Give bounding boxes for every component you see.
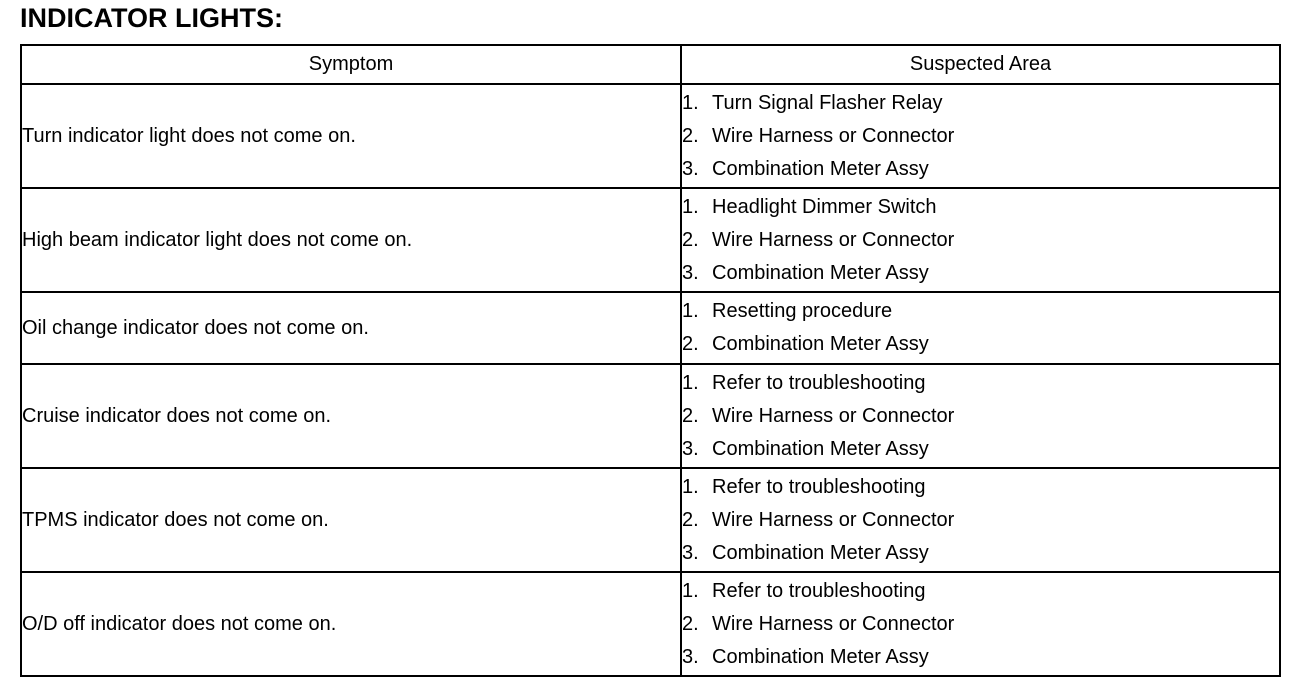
item-text: Refer to troubleshooting <box>712 475 926 498</box>
table-row: TPMS indicator does not come on. 1. Refer… <box>20 467 1281 573</box>
suspected-area-item: 2. Wire Harness or Connector <box>682 224 1279 257</box>
suspected-area-item: 3. Combination Meter Assy <box>682 433 1279 466</box>
item-number: 2. <box>682 612 699 635</box>
item-number: 1. <box>682 300 699 322</box>
symptom-cell: TPMS indicator does not come on. <box>20 467 682 573</box>
item-number: 3. <box>682 157 699 180</box>
suspected-area-item: 2. Wire Harness or Connector <box>682 504 1279 537</box>
suspected-area-item: 1. Refer to troubleshooting <box>682 367 1279 400</box>
indicator-lights-table: Symptom Suspected Area Turn indicator li… <box>20 44 1281 677</box>
symptom-column-header: Symptom <box>20 44 682 85</box>
item-text: Wire Harness or Connector <box>712 404 955 427</box>
table-row: O/D off indicator does not come on. 1. Re… <box>20 571 1281 677</box>
suspected-area-item: 3. Combination Meter Assy <box>682 257 1279 290</box>
suspected-area-cell: 1. Refer to troubleshooting 2. Wire Harnes… <box>680 467 1281 573</box>
suspected-area-item: 1. Refer to troubleshooting <box>682 575 1279 608</box>
item-text: Combination Meter Assy <box>712 333 929 355</box>
item-number: 3. <box>682 437 699 460</box>
item-text: Turn Signal Flasher Relay <box>712 91 943 114</box>
suspected-area-item: 1. Headlight Dimmer Switch <box>682 191 1279 224</box>
suspected-area-cell: 1. Headlight Dimmer Switch 2. Wire Harness… <box>680 187 1281 293</box>
item-text: Resetting procedure <box>712 300 893 322</box>
item-number: 2. <box>682 124 699 147</box>
suspected-area-item: 1. Refer to troubleshooting <box>682 471 1279 504</box>
suspected-area-item: 1. Resetting procedure <box>682 295 1279 328</box>
suspected-area-cell: 1. Refer to troubleshooting 2. Wire Harnes… <box>680 363 1281 469</box>
item-text: Refer to troubleshooting <box>712 579 926 602</box>
suspected-area-item: 2. Wire Harness or Connector <box>682 120 1279 153</box>
suspected-area-item: 3. Combination Meter Assy <box>682 641 1279 674</box>
symptom-cell: O/D off indicator does not come on. <box>20 571 682 677</box>
suspected-area-cell: 1. Refer to troubleshooting 2. Wire Harnes… <box>680 571 1281 677</box>
suspected-area-item: 1. Turn Signal Flasher Relay <box>682 87 1279 120</box>
item-text: Combination Meter Assy <box>712 437 929 460</box>
symptom-cell: High beam indicator light does not come … <box>20 187 682 293</box>
item-number: 1. <box>682 91 699 114</box>
table-row: Turn indicator light does not come on. 1… <box>20 83 1281 189</box>
item-number: 3. <box>682 645 699 668</box>
table-row: High beam indicator light does not come … <box>20 187 1281 293</box>
suspected-area-item: 2. Wire Harness or Connector <box>682 400 1279 433</box>
item-number: 1. <box>682 371 699 394</box>
suspected-area-item: 2. Combination Meter Assy <box>682 328 1279 361</box>
item-text: Refer to troubleshooting <box>712 371 926 394</box>
suspected-area-item: 3. Combination Meter Assy <box>682 537 1279 570</box>
page-title: INDICATOR LIGHTS: <box>20 3 283 33</box>
item-number: 1. <box>682 579 699 602</box>
item-number: 1. <box>682 475 699 498</box>
symptom-cell: Oil change indicator does not come on. <box>20 291 682 365</box>
item-text: Combination Meter Assy <box>712 261 929 284</box>
item-number: 1. <box>682 195 699 218</box>
item-text: Wire Harness or Connector <box>712 124 955 147</box>
item-text: Headlight Dimmer Switch <box>712 195 937 218</box>
table-row: Cruise indicator does not come on. 1. Ref… <box>20 363 1281 469</box>
item-number: 2. <box>682 228 699 251</box>
item-text: Wire Harness or Connector <box>712 508 955 531</box>
table-row: Oil change indicator does not come on. 1… <box>20 291 1281 365</box>
symptom-cell: Cruise indicator does not come on. <box>20 363 682 469</box>
suspected-area-column-header: Suspected Area <box>680 44 1281 85</box>
item-number: 2. <box>682 404 699 427</box>
item-number: 2. <box>682 508 699 531</box>
table-header-row: Symptom Suspected Area <box>20 44 1281 85</box>
item-text: Wire Harness or Connector <box>712 228 955 251</box>
suspected-area-cell: 1. Resetting procedure 2. Combination Mete… <box>680 291 1281 365</box>
suspected-area-item: 2. Wire Harness or Connector <box>682 608 1279 641</box>
item-text: Combination Meter Assy <box>712 157 929 180</box>
item-number: 3. <box>682 261 699 284</box>
item-text: Combination Meter Assy <box>712 645 929 668</box>
suspected-area-cell: 1. Turn Signal Flasher Relay 2. Wire Harne… <box>680 83 1281 189</box>
suspected-area-item: 3. Combination Meter Assy <box>682 153 1279 186</box>
item-number: 2. <box>682 333 699 355</box>
symptom-cell: Turn indicator light does not come on. <box>20 83 682 189</box>
item-text: Wire Harness or Connector <box>712 612 955 635</box>
item-text: Combination Meter Assy <box>712 541 929 564</box>
item-number: 3. <box>682 541 699 564</box>
